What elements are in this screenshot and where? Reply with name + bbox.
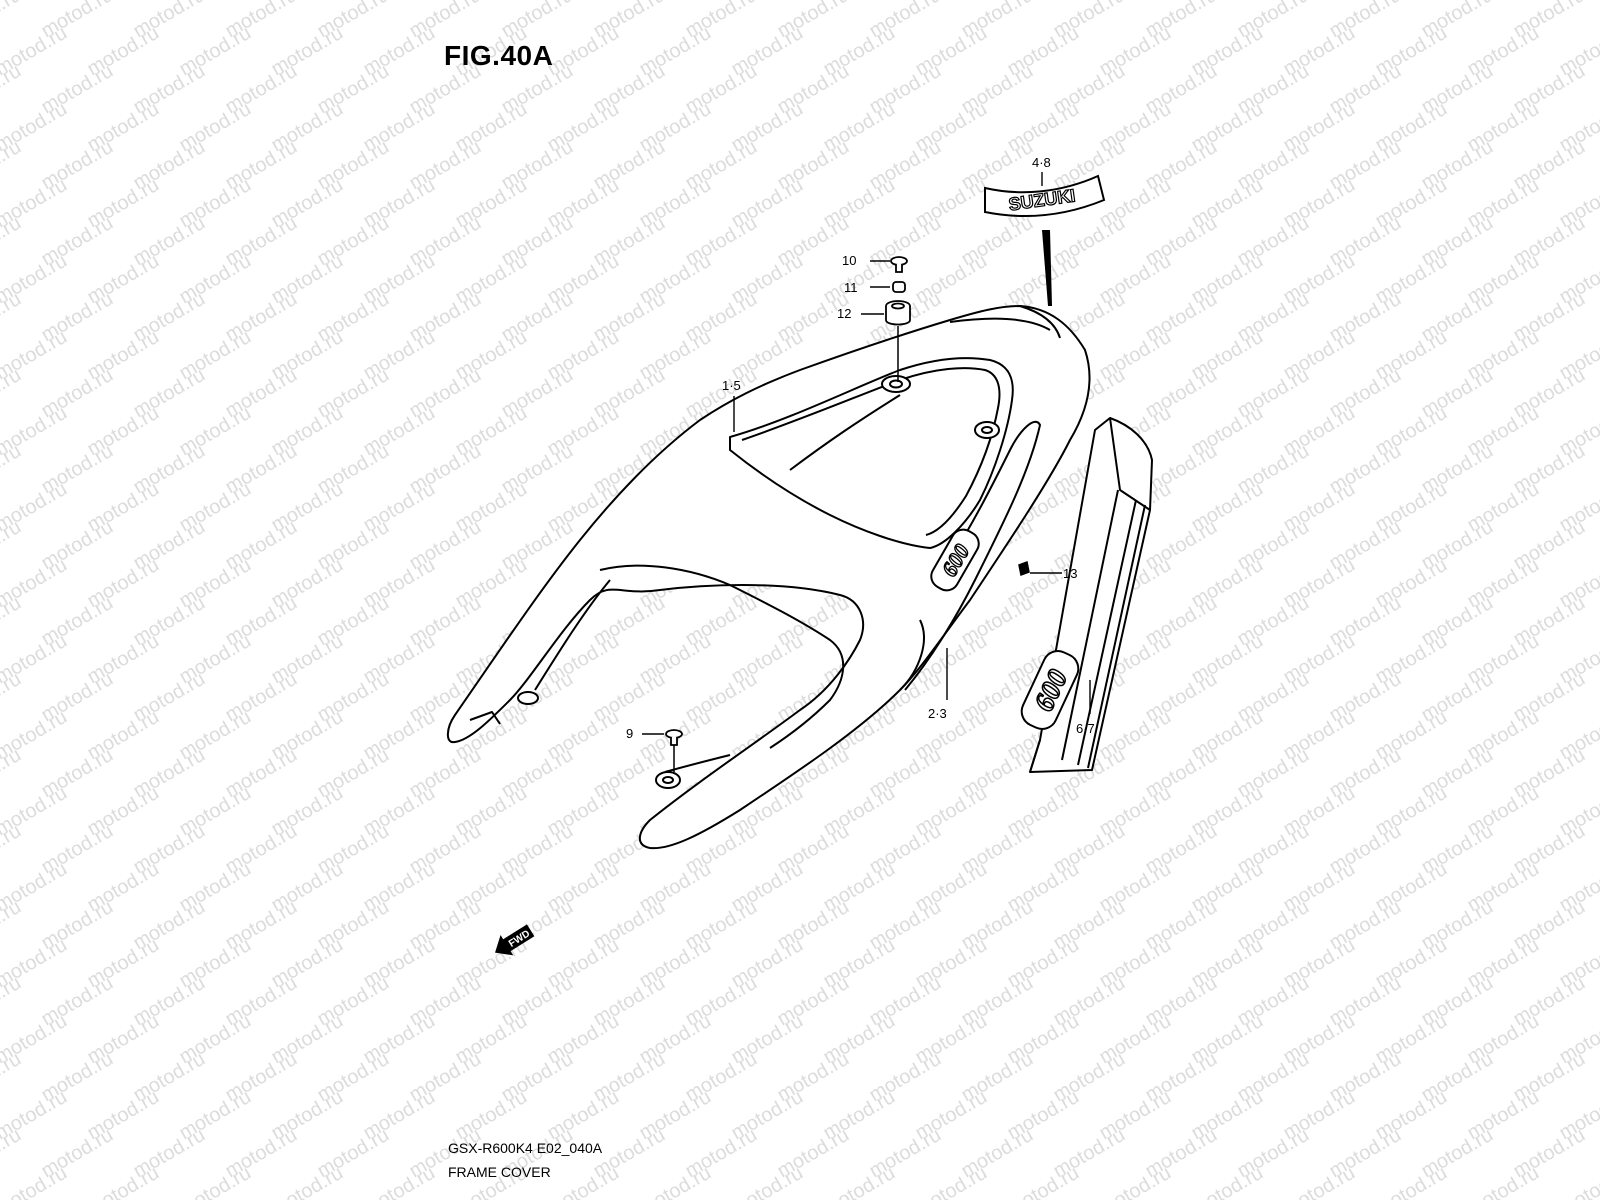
callout-9: 9	[626, 726, 633, 741]
fastener-11-nut	[892, 281, 906, 293]
watermark-text: motod.ru	[1280, 1162, 1359, 1200]
watermark-text: motod.ru	[84, 1162, 163, 1200]
watermark-text: motod.ru	[176, 1162, 255, 1200]
watermark-text: motod.ru	[268, 1162, 347, 1200]
callout-12: 12	[837, 306, 851, 321]
fastener-10-screw	[890, 256, 908, 273]
watermark-text: motod.ru	[728, 1162, 807, 1200]
watermark-text: motod.ru	[1372, 1162, 1451, 1200]
fastener-12-grommet	[885, 300, 911, 326]
watermark-text: motod.ru	[0, 1162, 71, 1200]
fastener-9-screw	[665, 729, 683, 746]
fastener-13-clip	[1018, 560, 1030, 577]
callout-10: 10	[842, 253, 856, 268]
model-badge-left: 600	[930, 528, 980, 592]
callout-labels: 4·8 10 11 12 1·5 13 2·3 6·7 9	[626, 155, 1095, 741]
watermark-text: motod.ru	[1556, 1162, 1600, 1200]
watermark-text: motod.ru	[1004, 1162, 1083, 1200]
callout-6-7: 6·7	[1076, 721, 1095, 736]
callout-1-5: 1·5	[722, 378, 741, 393]
figure-code: GSX-R600K4 E02_040A	[448, 1140, 603, 1156]
watermark-text: motod.ru	[636, 1162, 715, 1200]
watermark-text: motod.ru	[1464, 1162, 1543, 1200]
callout-13: 13	[1063, 566, 1077, 581]
callout-4-8: 4·8	[1032, 155, 1051, 170]
watermark-text: motod.ru	[0, 0, 25, 42]
figure-name: FRAME COVER	[448, 1164, 551, 1180]
watermark-text: motod.ru	[1188, 1162, 1267, 1200]
watermark-text: motod.ru	[820, 1162, 899, 1200]
callout-11: 11	[844, 280, 858, 295]
watermark-text: motod.ru	[544, 1162, 623, 1200]
watermark-text: motod.ru	[912, 1162, 991, 1200]
figure-title: FIG.40A	[444, 40, 554, 71]
side-panel-part: 600	[1020, 417, 1153, 773]
model-badge-right: 600	[1020, 650, 1080, 730]
frame-cover-part: 600	[446, 305, 1091, 850]
callout-2-3: 2·3	[928, 706, 947, 721]
callout-leaders	[642, 172, 1091, 735]
watermark-text: motod.ru	[1096, 1162, 1175, 1200]
watermark-text: motod.ru	[360, 1162, 439, 1200]
